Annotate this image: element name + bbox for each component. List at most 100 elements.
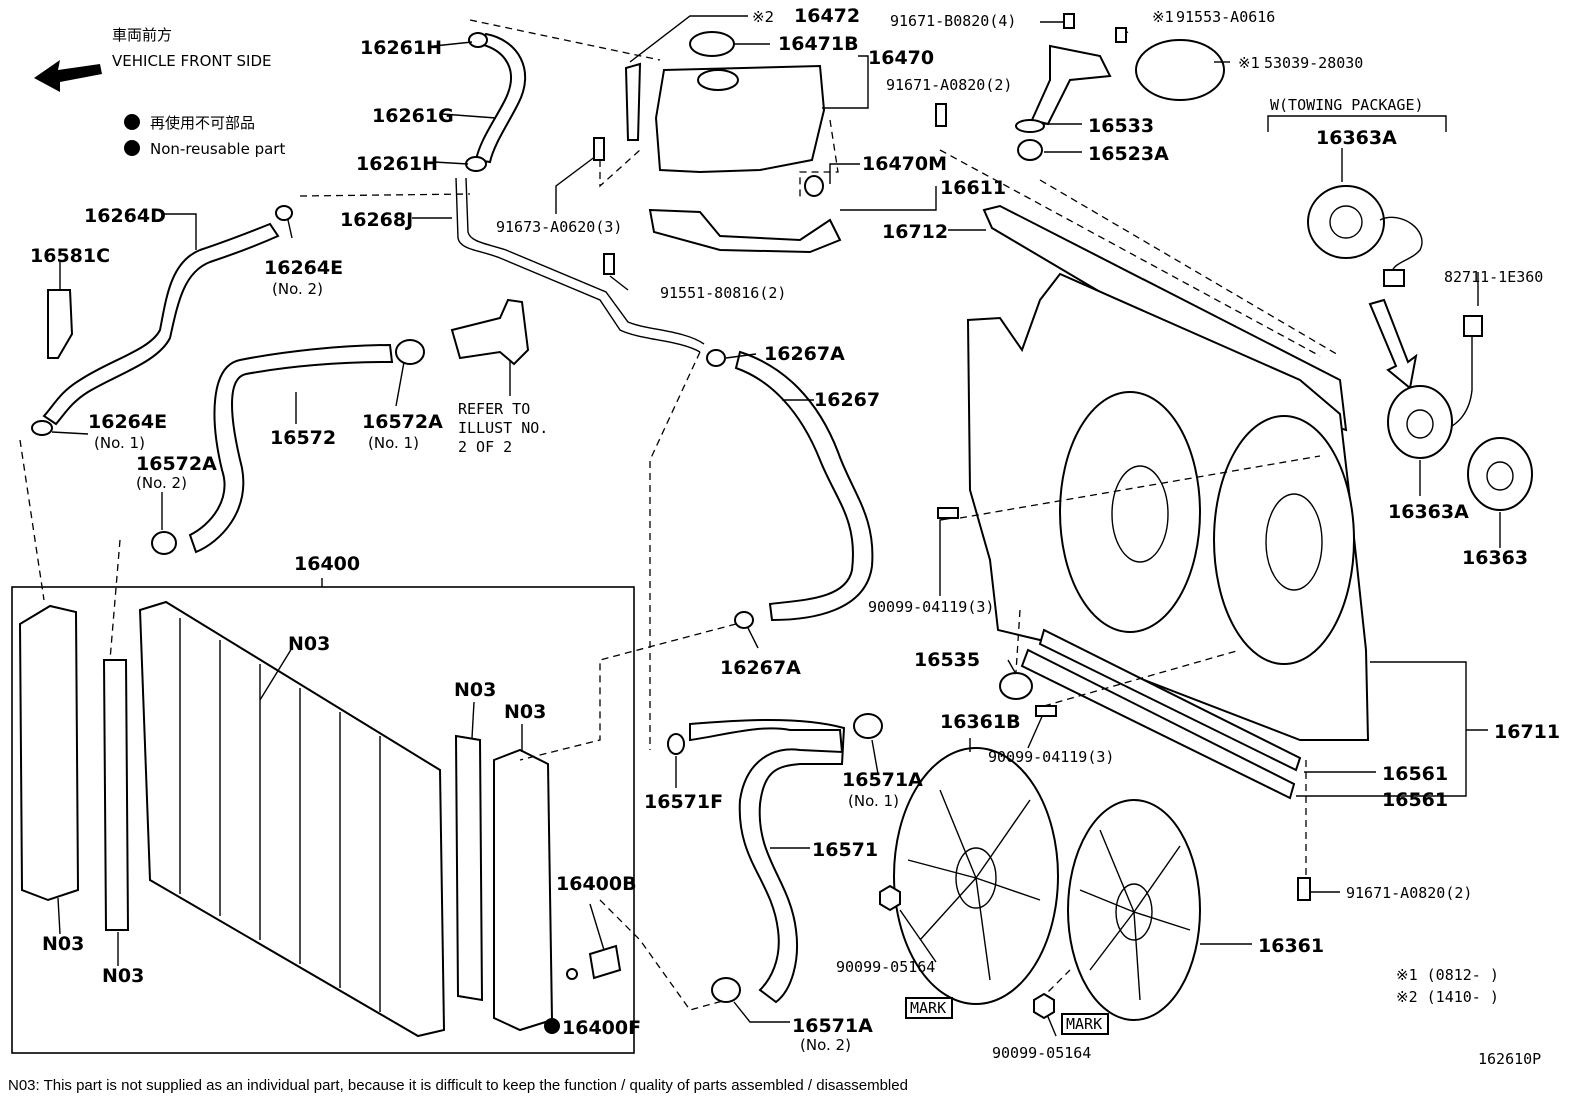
part-label: 16261H (356, 153, 438, 175)
mark-label: MARK (910, 999, 946, 1017)
water-outlet (450, 298, 530, 366)
vehicle-front-indicator: 車両前方 VEHICLE FRONT SIDE (34, 26, 272, 92)
upper-hose-group (31, 32, 705, 555)
clamp-16261H-top (468, 32, 488, 48)
part-label: (No. 2) (136, 474, 187, 492)
collar-16533 (1015, 119, 1045, 133)
reservoir-cap-16471B (689, 31, 735, 57)
part-label: 16571 (812, 839, 878, 861)
mark-label: MARK (1066, 1015, 1102, 1033)
part-label: 16361B (940, 711, 1021, 733)
clamp-16571F (667, 733, 685, 755)
part-label: 53039-28030 (1264, 54, 1363, 72)
bolt-icon (1297, 877, 1311, 901)
part-label: 90099-05164 (992, 1044, 1091, 1062)
part-label: 16472 (794, 5, 860, 27)
supersession-note: ※1 (0812- ) (1396, 966, 1499, 984)
part-label: 16711 (1494, 721, 1560, 743)
bolts (593, 13, 1311, 1020)
radiator-assembly-frame (11, 586, 635, 1054)
nut-icon (1033, 992, 1055, 1020)
clamp-16264E-no1 (31, 420, 53, 436)
part-label: 16261G (372, 105, 454, 127)
part-label: 91673-A0620(3) (496, 218, 622, 236)
legend: 再使用不可部品 Non-reusable part (124, 114, 285, 158)
part-label: 82711-1E360 (1444, 268, 1543, 286)
nut-icon (879, 884, 901, 912)
gasket-right (454, 734, 484, 1002)
drain-plug-16400B (588, 944, 622, 980)
refer-label: 2 OF 2 (458, 438, 512, 456)
fan-16361B (893, 747, 1059, 1005)
gasket-left (102, 659, 130, 931)
part-label: 16400F (562, 1017, 641, 1039)
part-label: (No. 1) (848, 792, 899, 810)
part-label: 91553-A0616 (1176, 8, 1275, 26)
bracket-16581C (47, 289, 74, 359)
part-label: 16523A (1088, 143, 1169, 165)
part-label: ※2 (752, 8, 774, 26)
reservoir-neck (697, 69, 739, 91)
motor-wire (1379, 216, 1423, 277)
fan-hub (1115, 883, 1153, 941)
bolt-icon (603, 253, 615, 275)
bullet-icon (544, 1018, 560, 1034)
motor-16363A-towing (1307, 185, 1385, 259)
part-label: 16400 (294, 553, 360, 575)
part-label: 91671-A0820(2) (886, 76, 1012, 94)
reservoir-bracket-16470M (648, 208, 842, 254)
n03-label: N03 (454, 679, 496, 701)
fan-hub (955, 847, 997, 909)
part-label: 16581C (30, 245, 110, 267)
n03-label: N03 (288, 633, 330, 655)
part-label: 16261H (360, 37, 442, 59)
bracket-53039 (1135, 39, 1225, 101)
supersession-note: ※2 (1410- ) (1396, 988, 1499, 1006)
fan-opening-left (1059, 391, 1201, 633)
part-label: 16572A (362, 411, 443, 433)
part-label: 16363 (1462, 547, 1528, 569)
refer-label: REFER TO (458, 400, 530, 418)
footnote: N03: This part is not supplied as an ind… (8, 1077, 908, 1094)
seal-16561-lower (1020, 648, 1296, 800)
bypass-pipe-16268J (455, 177, 701, 353)
fan-shroud-group (966, 272, 1370, 800)
part-label: 16533 (1088, 115, 1154, 137)
part-label: 16571F (644, 791, 723, 813)
part-label: (No. 2) (800, 1036, 851, 1054)
refer-label: ILLUST NO. (458, 419, 548, 437)
motor-hub (1486, 461, 1514, 491)
front-label-jp: 車両前方 (112, 26, 172, 44)
part-label: ※1 (1152, 8, 1174, 26)
towing-label: W(TOWING PACKAGE) (1270, 96, 1424, 114)
bolt-icon (1063, 13, 1075, 29)
part-label: 16572A (136, 453, 217, 475)
part-label: 16712 (882, 221, 948, 243)
fan-hub-right (1265, 493, 1323, 591)
tank-left (18, 604, 80, 902)
bullet-icon (124, 114, 140, 130)
lower-hose-group (667, 349, 883, 1004)
clamp-16264E-no2 (275, 205, 293, 221)
part-label: 16267A (764, 343, 845, 365)
part-label: (No. 1) (368, 434, 419, 452)
fan-blade (1079, 829, 1191, 1001)
part-label: 90099-05164 (836, 958, 935, 976)
bolt-icon (593, 137, 605, 161)
part-label: 91551-80816(2) (660, 284, 786, 302)
mark-box (905, 997, 953, 1019)
part-label: 16267 (814, 389, 880, 411)
bolt-icon (1035, 705, 1057, 717)
part-label: 16264E (88, 411, 167, 433)
cushion-16535 (999, 672, 1033, 700)
clamp-16571A-no2 (711, 977, 741, 1003)
leader-lines (51, 15, 1501, 1037)
hose-16267 (734, 350, 874, 622)
assembly-lines (19, 19, 1341, 1011)
part-label: 16400B (556, 873, 637, 895)
part-label: 16611 (940, 177, 1006, 199)
front-label-en: VEHICLE FRONT SIDE (112, 52, 272, 70)
reservoir-hose-16472 (624, 62, 642, 141)
connector-icon (1383, 269, 1405, 287)
